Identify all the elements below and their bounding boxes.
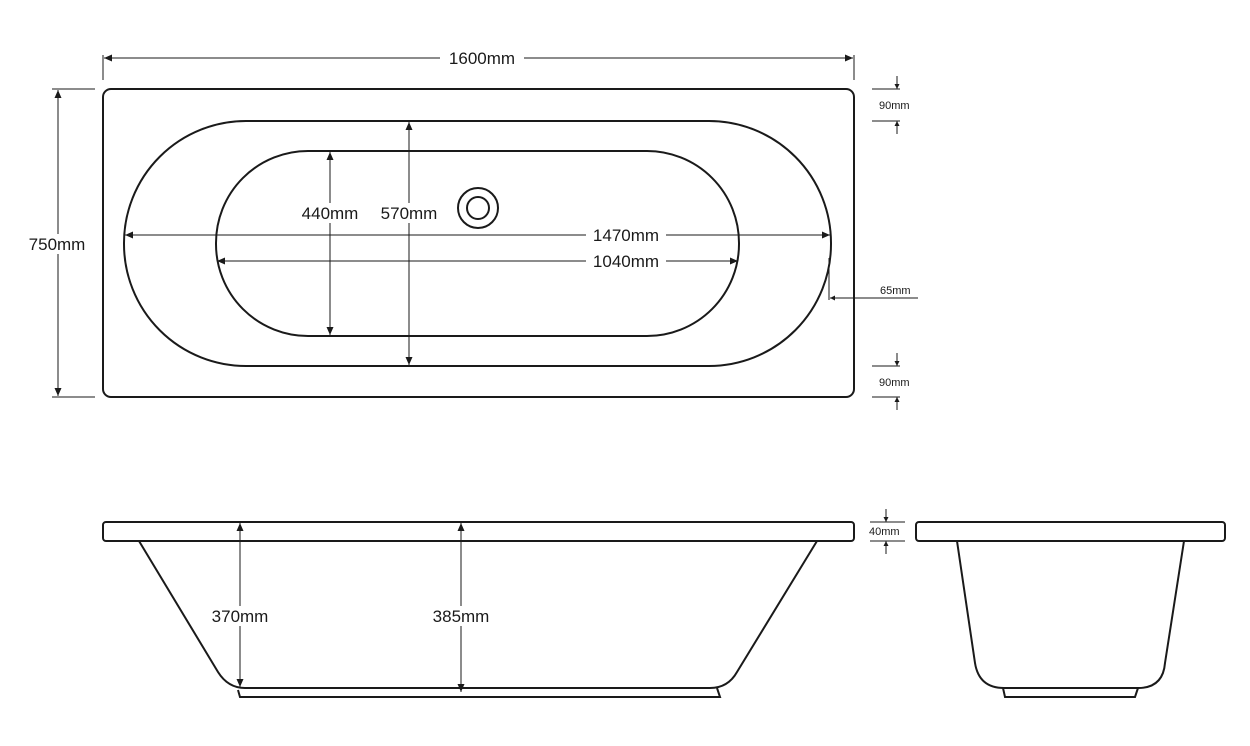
end-body — [956, 540, 1185, 689]
label-inner-length: 1470mm — [593, 226, 659, 245]
dim-inner-length: 1470mm — [125, 225, 830, 245]
end-base — [1002, 687, 1139, 698]
label-floor-length: 1040mm — [593, 252, 659, 271]
label-depth-center: 385mm — [433, 607, 490, 626]
dim-depth-center: 385mm — [426, 523, 496, 692]
dim-overall-width: 750mm — [24, 88, 95, 398]
side-rim — [102, 521, 855, 542]
side-body — [138, 540, 818, 689]
dim-end-offset: 65mm — [828, 258, 918, 301]
bath-floor — [215, 150, 740, 337]
side-base — [237, 687, 722, 698]
dim-floor-length: 1040mm — [217, 251, 738, 271]
label-depth-end: 370mm — [212, 607, 269, 626]
dim-overall-length: 1600mm — [102, 48, 855, 80]
label-overall-width: 750mm — [29, 235, 86, 254]
inner-bowl — [123, 120, 832, 367]
bath-outline — [102, 88, 855, 398]
dim-rim-bottom: 90mm — [872, 353, 910, 410]
dim-floor-width: 440mm — [295, 152, 365, 335]
side-elevation: 370mm 385mm 40mm — [102, 509, 906, 698]
label-end-offset: 65mm — [880, 285, 911, 297]
label-floor-width: 440mm — [302, 204, 359, 223]
dim-depth-end: 370mm — [205, 523, 275, 687]
end-elevation — [915, 521, 1226, 698]
dim-rim-top: 90mm — [872, 76, 910, 134]
label-inner-width: 570mm — [381, 204, 438, 223]
drain-icon — [457, 187, 499, 229]
dim-inner-width: 570mm — [374, 122, 444, 365]
dim-rim-thickness: 40mm — [868, 509, 906, 554]
label-rim-thickness: 40mm — [869, 526, 900, 538]
label-rim-top: 90mm — [879, 100, 910, 112]
label-overall-length: 1600mm — [449, 49, 515, 68]
end-rim — [915, 521, 1226, 542]
plan-view: 1600mm 750mm 90mm 90mm — [24, 48, 918, 410]
label-rim-bottom: 90mm — [879, 377, 910, 389]
